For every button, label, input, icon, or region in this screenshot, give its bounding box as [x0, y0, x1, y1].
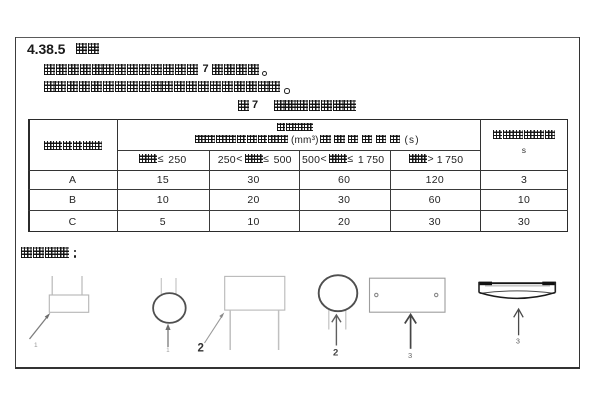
svg-text:3: 3: [516, 339, 520, 346]
svg-text:1: 1: [166, 348, 170, 354]
svg-text:1: 1: [34, 342, 38, 349]
svg-text:2: 2: [333, 348, 338, 359]
svg-text:3: 3: [408, 351, 412, 360]
svg-text:2: 2: [198, 343, 204, 355]
